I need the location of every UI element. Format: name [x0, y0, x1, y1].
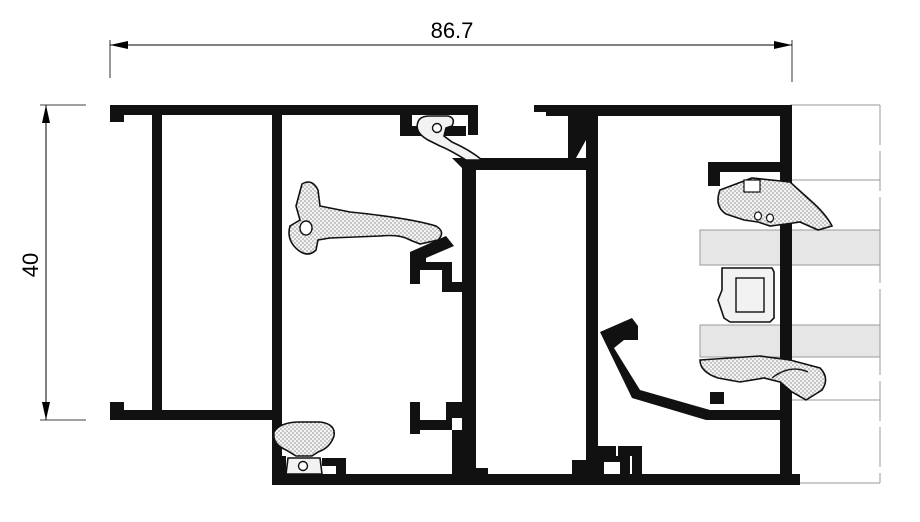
height-dimension-label: 40 [18, 253, 43, 277]
bottom-bulb-gasket [272, 421, 336, 457]
gaskets [272, 115, 834, 475]
sash-profile [400, 115, 792, 474]
glazing-gasket-upper [717, 177, 834, 231]
glazing-gasket-lower [699, 355, 827, 401]
height-dimension: 40 [18, 104, 86, 421]
width-dimension: 86.7 [109, 18, 793, 82]
glazing-spacer [717, 267, 775, 323]
centre-fin-gasket [288, 181, 443, 255]
width-dimension-label: 86.7 [431, 18, 474, 43]
outer-frame-profile [110, 105, 800, 485]
